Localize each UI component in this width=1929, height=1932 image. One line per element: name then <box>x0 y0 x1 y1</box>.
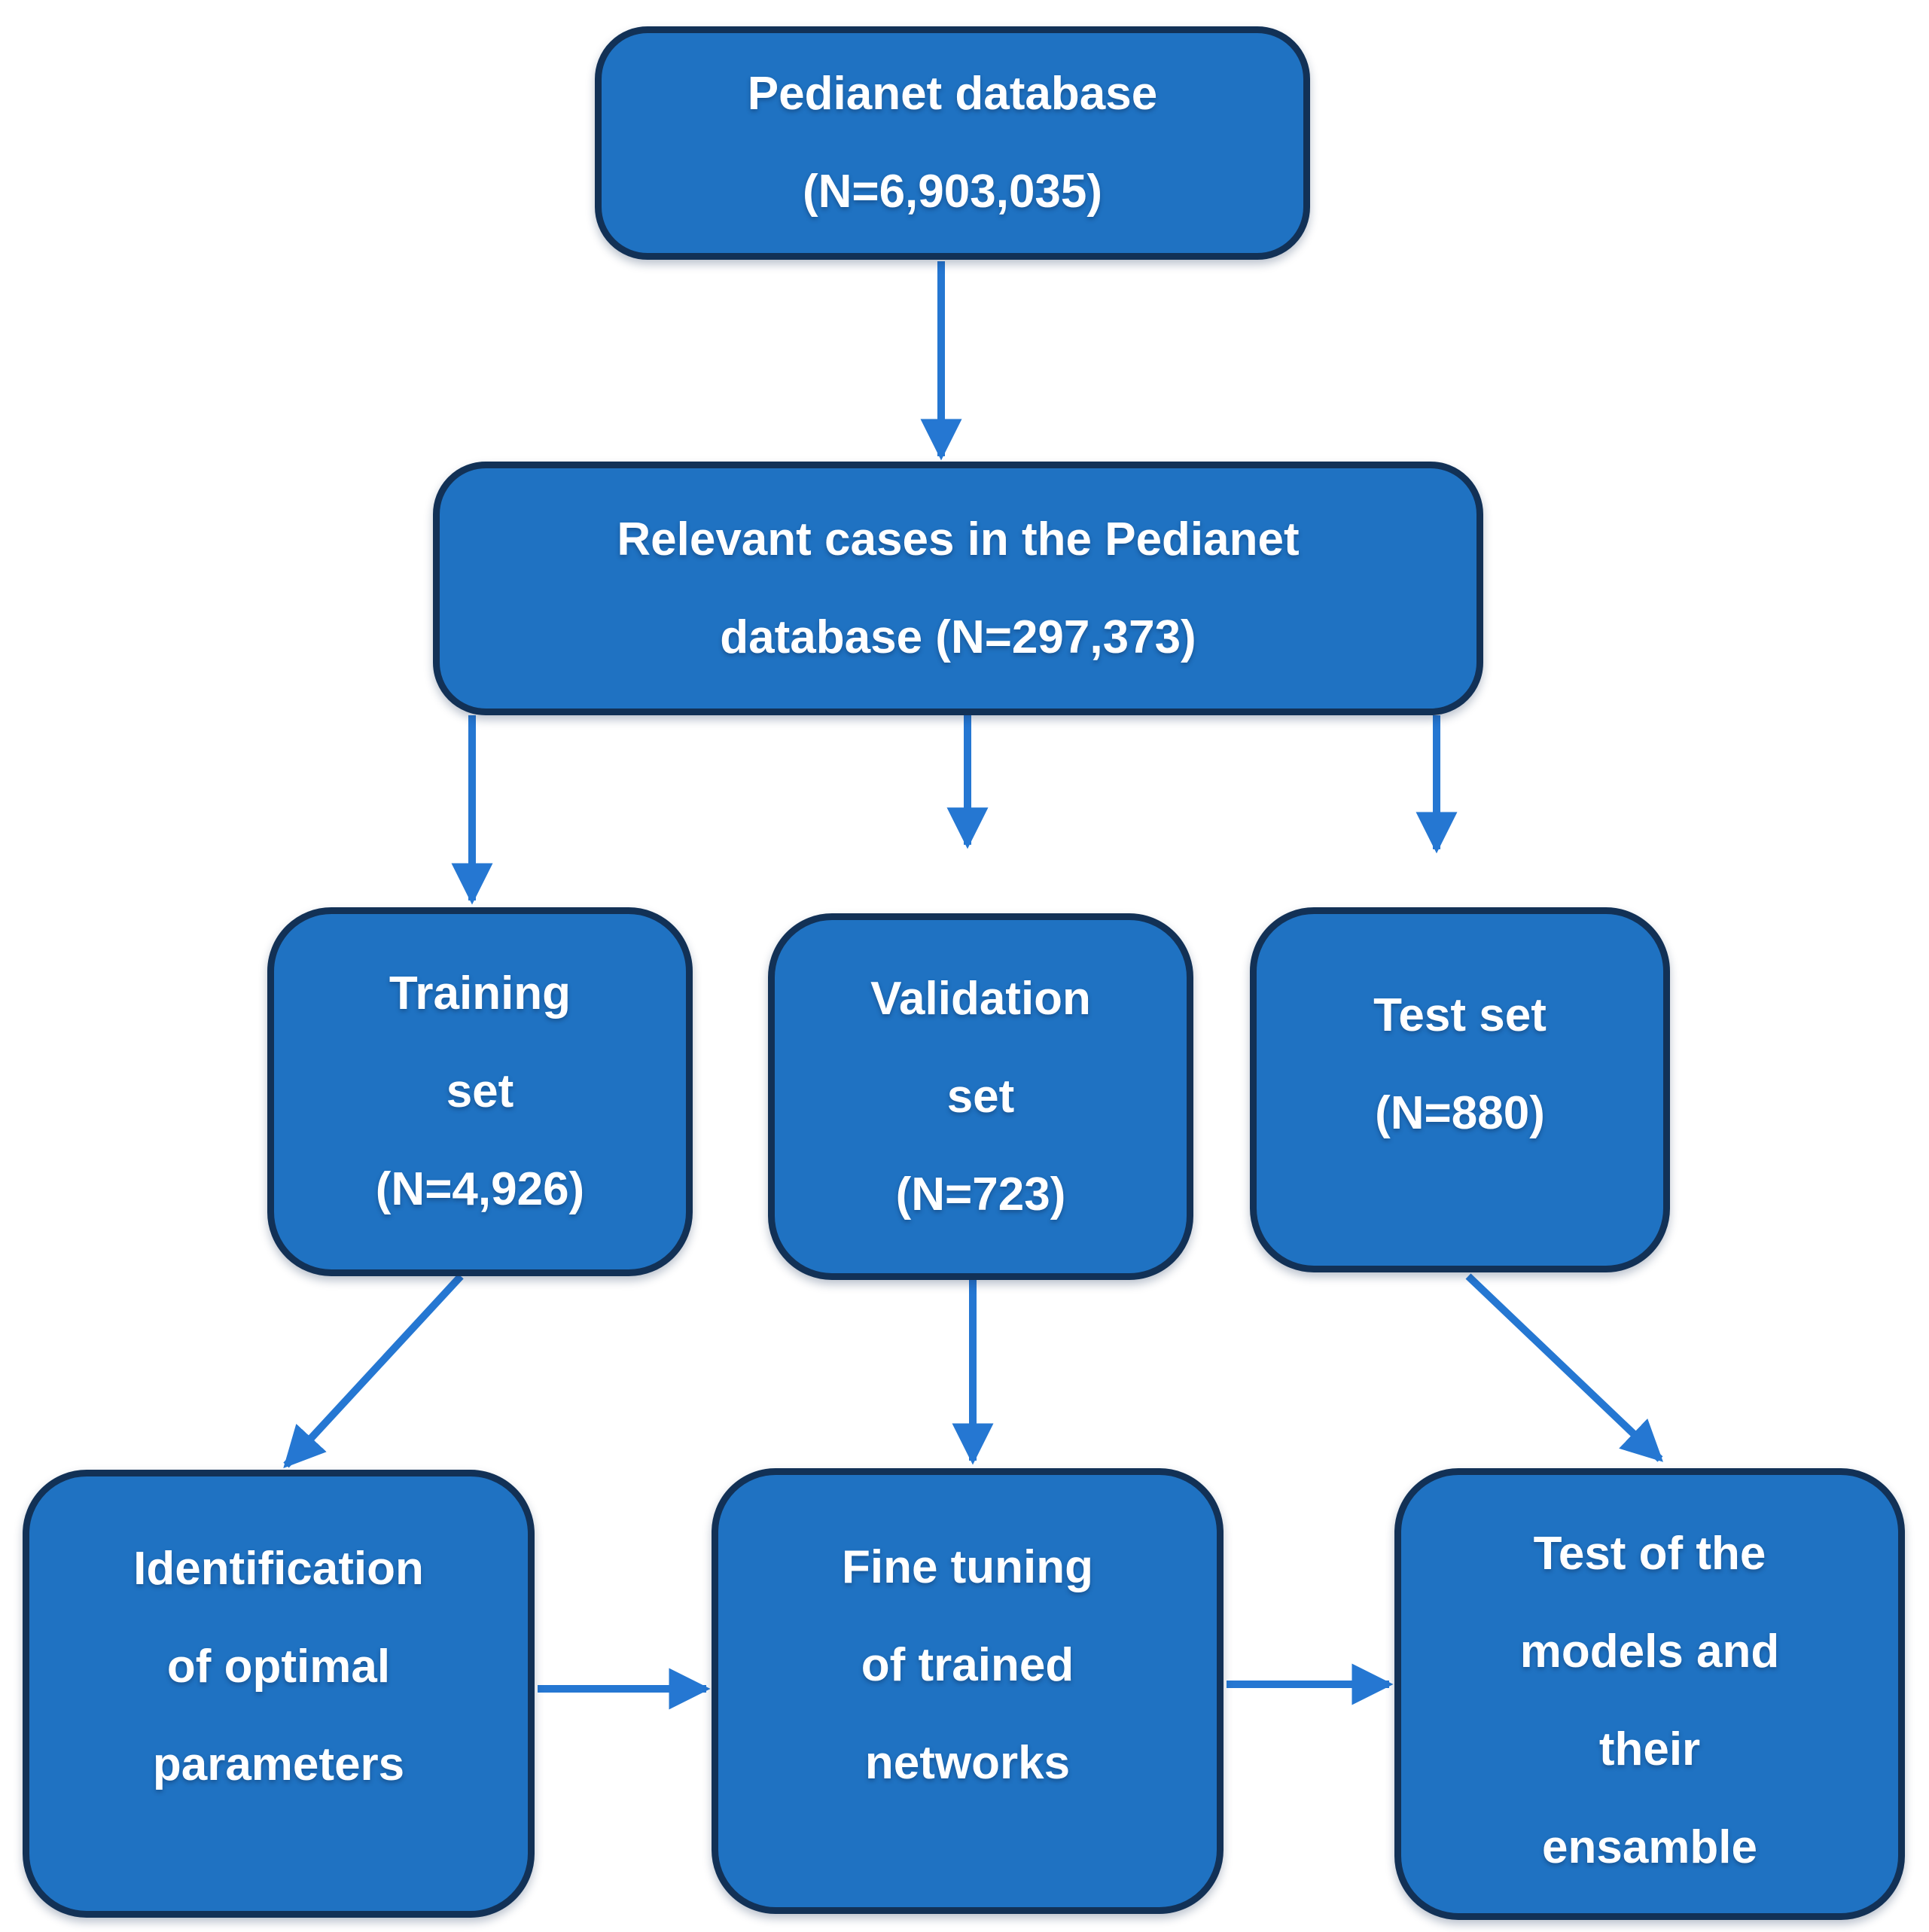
box-line: Identification <box>133 1543 424 1595</box>
node-relevant-cases: Relevant cases in the Pedianet database … <box>433 462 1483 715</box>
box-line: of optimal <box>166 1641 391 1693</box>
node-test-models-ensemble: Test of the models and their ensamble <box>1394 1468 1905 1920</box>
box-line: ensamble <box>1541 1821 1758 1873</box>
box-line: parameters <box>152 1738 405 1790</box>
box-line: networks <box>864 1737 1071 1789</box>
node-validation-set: Validation set (N=723) <box>768 913 1193 1280</box>
box-line: (N=880) <box>1375 1087 1545 1139</box>
node-fine-tuning-networks: Fine tuning of trained networks <box>712 1468 1224 1914</box>
node-identification-optimal-parameters: Identification of optimal parameters <box>23 1470 535 1918</box>
box-line: set <box>446 1065 514 1117</box>
node-pedianet-database: Pedianet database (N=6,903,035) <box>595 26 1310 260</box>
box-line: (N=723) <box>895 1168 1066 1220</box>
box-line: Pedianet database <box>747 68 1158 120</box>
node-test-set: Test set (N=880) <box>1250 907 1670 1272</box>
box-line: of trained <box>861 1639 1074 1691</box>
box-line: Fine tuning <box>841 1541 1094 1593</box>
box-line: (N=6,903,035) <box>802 166 1103 218</box>
arrow-training-to-identification <box>283 1273 464 1469</box>
box-line: Test of the <box>1533 1528 1766 1580</box>
box-line: set <box>946 1070 1015 1123</box>
box-line: Validation <box>870 972 1091 1025</box>
box-line: Test set <box>1373 989 1547 1041</box>
node-training-set: Training set (N=4,926) <box>267 907 693 1276</box>
box-line: their <box>1598 1723 1701 1775</box>
arrow-testset-to-testmodels <box>1465 1273 1663 1462</box>
box-line: (N=4,926) <box>375 1163 585 1215</box>
box-line: models and <box>1519 1626 1780 1678</box>
box-line: database (N=297,373) <box>720 611 1196 663</box>
box-line: Relevant cases in the Pedianet <box>617 513 1300 565</box>
box-line: Training <box>389 968 571 1019</box>
